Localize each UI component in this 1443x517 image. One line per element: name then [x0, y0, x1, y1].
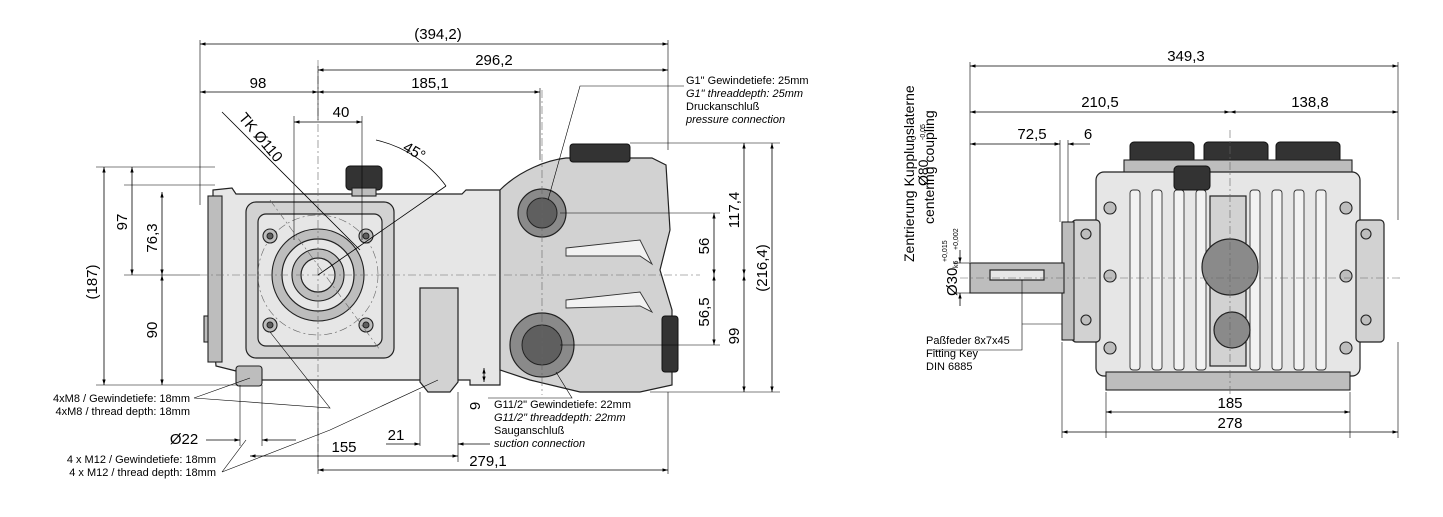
dim-height-216: (216,4): [754, 244, 771, 292]
centering-tol-lower: -0,05: [920, 124, 927, 140]
note-m12-en: 4 x M12 / thread depth: 18mm: [69, 467, 216, 479]
note-suction-en-1: G11/2" threaddepth: 22mm: [494, 412, 626, 424]
dim-278: 278: [1217, 415, 1242, 432]
dim-height-187: (187): [84, 264, 101, 299]
right-pump-view: [960, 130, 1400, 400]
key-line2: Fitting Key: [926, 348, 978, 360]
note-m12-de: 4 x M12 / Gewindetiefe: 18mm: [67, 454, 216, 466]
dim-40: 40: [333, 104, 350, 121]
cover-bolts: [1080, 201, 1372, 355]
left-side-plate: [207, 195, 223, 363]
head-rib-upper: [565, 239, 654, 266]
centering-dia: Ø80: [915, 159, 931, 186]
dim-349: 349,3: [1167, 48, 1205, 65]
dim-98: 98: [250, 75, 267, 92]
dim-angle: 45°: [400, 139, 428, 165]
shaft-key: [989, 269, 1045, 281]
note-pressure-en-2: pressure connection: [685, 114, 785, 126]
centerline-diag: [269, 199, 381, 351]
dim-height-76: 76,3: [144, 223, 161, 252]
dim-height-97: 97: [114, 214, 131, 231]
note-pressure-de-2: Druckanschluß: [686, 101, 760, 113]
dim-height-56-5: 56,5: [696, 297, 713, 326]
right-side-flange-right: [1355, 219, 1385, 343]
dim-296: 296,2: [475, 52, 513, 69]
dim-279: 279,1: [469, 453, 507, 470]
dim-155: 155: [331, 439, 356, 456]
dim-shaft-tol-upper: +0,015: [942, 240, 949, 262]
dim-6: 6: [1084, 126, 1092, 143]
dim-9: 9: [467, 402, 484, 410]
dim-height-90: 90: [144, 322, 161, 339]
key-line1: Paßfeder 8x7x45: [926, 335, 1010, 347]
dim-shaft-tol-lower: +0,002: [953, 228, 960, 250]
dim-shaft-dia: Ø30: [944, 268, 961, 296]
right-notes: Ø80 0 -0,05 Zentrierung Kupplunslaterne …: [901, 85, 1010, 373]
centering-label-de: Zentrierung Kupplunslaterne: [901, 85, 917, 262]
cover-ribs: [1129, 189, 1327, 371]
dim-185-right: 185: [1217, 395, 1242, 412]
note-suction-de-1: G11/2" Gewindetiefe: 22mm: [494, 399, 631, 411]
dim-bolt-circle: TK Ø110: [235, 110, 286, 166]
dim-height-56: 56: [696, 238, 713, 255]
head-rib-lower: [565, 291, 654, 314]
suction-cap: [661, 315, 679, 373]
oil-cap: [345, 165, 383, 191]
oil-cap-right: [1173, 165, 1211, 191]
oil-cap-neck: [351, 187, 377, 197]
dim-height-99: 99: [726, 328, 743, 345]
note-pressure-en-1: G1" threaddepth: 25mm: [686, 88, 803, 100]
dim-72: 72,5: [1017, 126, 1046, 143]
dim-138: 138,8: [1291, 94, 1329, 111]
key-line3: DIN 6885: [926, 361, 972, 373]
foot-mid: [419, 287, 459, 393]
right-dimensions: 349,3 210,5 138,8 72,5 6 185 278 Ø30 k6 …: [930, 48, 1399, 438]
centering-tol-upper: 0: [911, 136, 918, 140]
note-suction-en-2: suction connection: [494, 438, 585, 450]
centering-label-en: centering coupling: [921, 110, 937, 224]
left-dimensions: (394,2) 296,2 98 185,1 40 TK Ø110 45° (1…: [84, 26, 780, 474]
lower-boss: [1213, 311, 1251, 349]
dim-shaft-fit: k6: [953, 261, 960, 269]
dim-210: 210,5: [1081, 94, 1119, 111]
dim-21: 21: [388, 427, 405, 444]
dim-overall-length: (394,2): [414, 26, 462, 43]
dim-185: 185,1: [411, 75, 449, 92]
left-notes: G1" Gewindetiefe: 25mm G1" threaddepth: …: [53, 75, 808, 479]
base-plate: [1105, 371, 1351, 391]
note-pressure-de-1: G1" Gewindetiefe: 25mm: [686, 75, 809, 87]
dim-dia-22: Ø22: [170, 431, 198, 448]
note-m8-de: 4xM8 / Gewindetiefe: 18mm: [53, 393, 190, 405]
note-suction-de-2: Sauganschluß: [494, 425, 565, 437]
dim-height-117: 117,4: [726, 192, 743, 228]
note-m8-en: 4xM8 / thread depth: 18mm: [55, 406, 190, 418]
valve-cap-top: [569, 143, 631, 163]
foot-left: [235, 365, 263, 387]
